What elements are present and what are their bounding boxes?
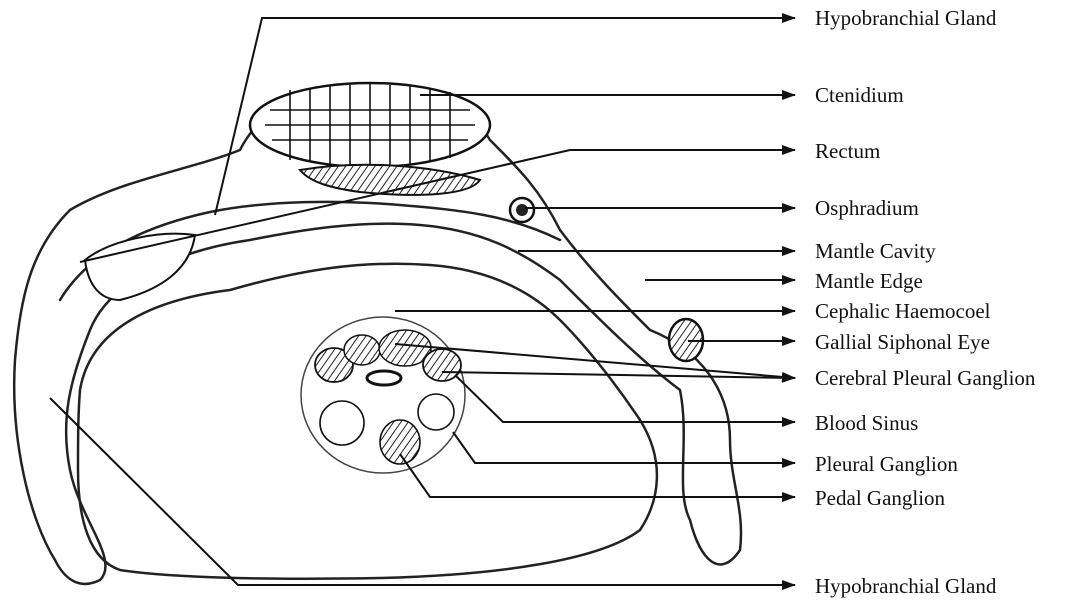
label-rectum: Rectum bbox=[815, 139, 880, 163]
pleural-ganglion-left bbox=[320, 401, 364, 445]
hypobranchial-gland-structure bbox=[85, 234, 195, 300]
label-ctenidium: Ctenidium bbox=[815, 83, 904, 107]
label-cephalic-haemocoel: Cephalic Haemocoel bbox=[815, 299, 991, 323]
osphradium-structure bbox=[510, 198, 534, 222]
label-pedal-ganglion: Pedal Ganglion bbox=[815, 486, 946, 510]
label-hypobranchial-gland-bottom: Hypobranchial Gland bbox=[815, 574, 997, 598]
label-osphradium: Osphradium bbox=[815, 196, 919, 220]
label-mantle-edge: Mantle Edge bbox=[815, 269, 923, 293]
label-hypobranchial-gland-top: Hypobranchial Gland bbox=[815, 6, 997, 30]
pleural-ganglion-right bbox=[418, 394, 454, 430]
label-blood-sinus: Blood Sinus bbox=[815, 411, 918, 435]
labels: Hypobranchial Gland Ctenidium Rectum Osp… bbox=[815, 6, 1036, 598]
pedal-ganglion-structure bbox=[380, 420, 420, 464]
label-cerebral-pleural-ganglion: Cerebral Pleural Ganglion bbox=[815, 366, 1036, 390]
leader-pleural-ganglion bbox=[453, 432, 795, 463]
label-mantle-cavity: Mantle Cavity bbox=[815, 239, 936, 263]
label-siphonal-eye: Gallial Siphonal Eye bbox=[815, 330, 990, 354]
label-pleural-ganglion: Pleural Ganglion bbox=[815, 452, 958, 476]
